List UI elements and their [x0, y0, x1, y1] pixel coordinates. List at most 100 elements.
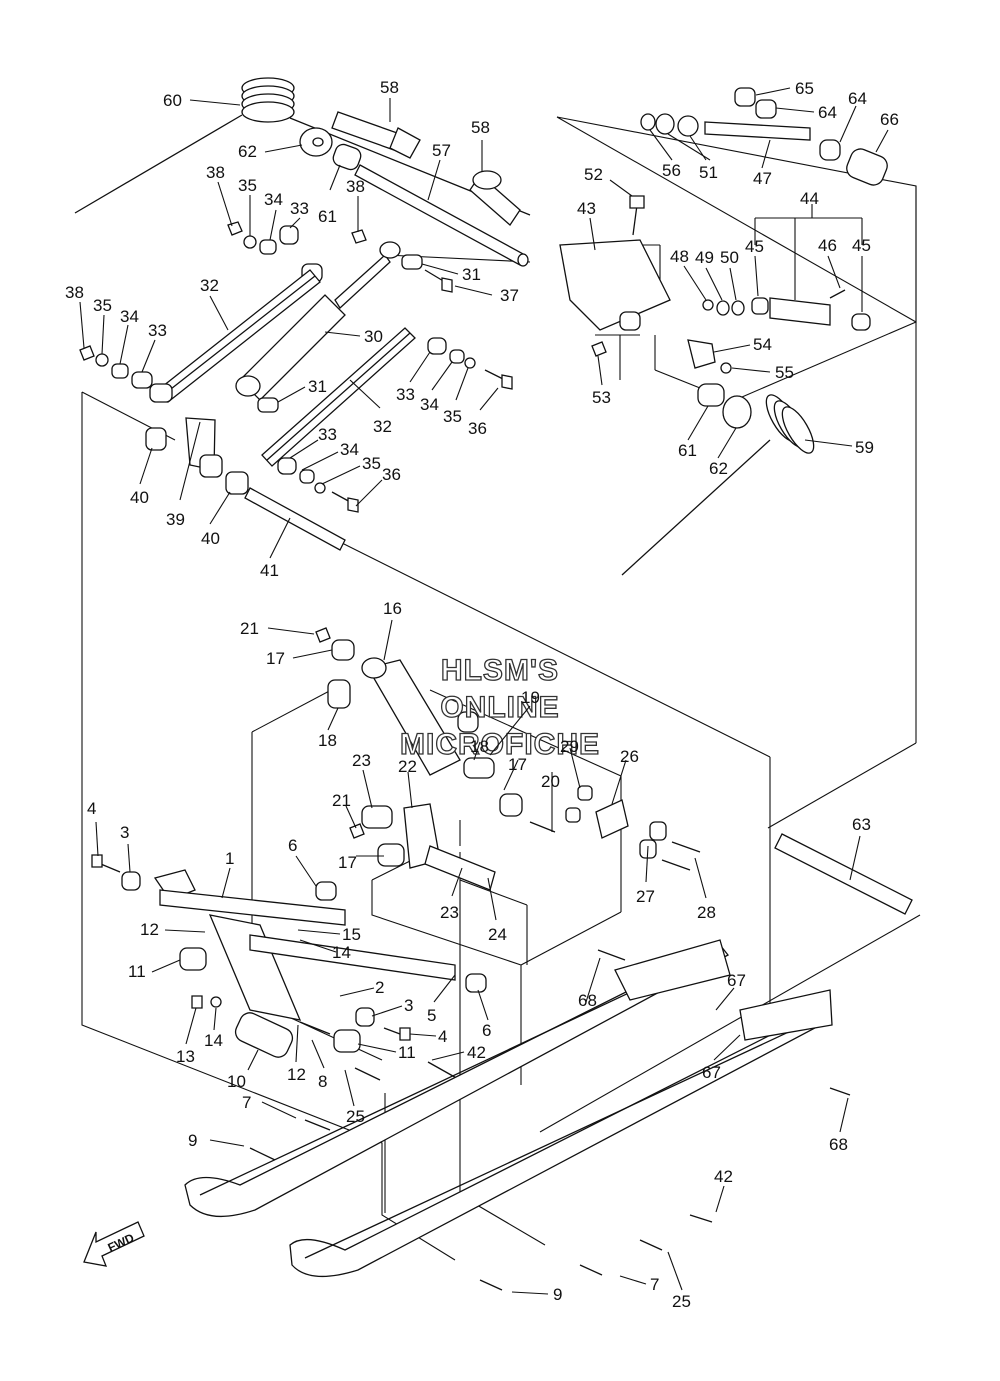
rear-axle: [774, 833, 913, 915]
callout-34: 34: [264, 190, 283, 209]
callout-50: 50: [720, 248, 739, 267]
callout-59: 59: [855, 438, 874, 457]
callout-3: 3: [404, 996, 413, 1015]
callout-64: 64: [818, 103, 837, 122]
callout-42: 42: [467, 1043, 486, 1062]
callout-24: 24: [488, 925, 507, 944]
axle-cap-right: [469, 170, 521, 226]
callout-16: 16: [383, 599, 402, 618]
callout-9: 9: [553, 1285, 562, 1304]
callout-46: 46: [818, 236, 837, 255]
leader-lines: [79, 87, 889, 1295]
callout-67: 67: [727, 971, 746, 990]
callout-35: 35: [93, 296, 112, 315]
torsion-spring-right: [621, 394, 815, 576]
callout-49: 49: [695, 248, 714, 267]
callout-17: 17: [508, 755, 527, 774]
slide-rails: [184, 939, 851, 1291]
callout-57: 57: [432, 141, 451, 160]
callout-68: 68: [578, 991, 597, 1010]
rear-axle-bracket-assembly: [559, 87, 888, 576]
callout-40: 40: [201, 529, 220, 548]
callout-14: 14: [204, 1031, 223, 1050]
callout-32: 32: [200, 276, 219, 295]
callout-31: 31: [308, 377, 327, 396]
callout-52: 52: [584, 165, 603, 184]
callout-26: 26: [620, 747, 639, 766]
callout-33: 33: [148, 321, 167, 340]
callout-14: 14: [332, 943, 351, 962]
callout-47: 47: [753, 169, 772, 188]
callout-58: 58: [471, 118, 490, 137]
callout-36: 36: [382, 465, 401, 484]
callout-45: 45: [852, 236, 871, 255]
callout-3: 3: [120, 823, 129, 842]
fwd-label: FWD: [106, 1231, 137, 1255]
callout-23: 23: [440, 903, 459, 922]
callout-17: 17: [338, 853, 357, 872]
callout-34: 34: [120, 307, 139, 326]
callout-10: 10: [227, 1072, 246, 1091]
callout-37: 37: [500, 286, 519, 305]
callout-66: 66: [880, 110, 899, 129]
callout-7: 7: [242, 1093, 251, 1112]
callout-42: 42: [714, 1167, 733, 1186]
callout-18: 18: [470, 737, 489, 756]
callout-32: 32: [373, 417, 392, 436]
callout-20: 20: [541, 772, 560, 791]
callout-54: 54: [753, 335, 772, 354]
callout-18: 18: [318, 731, 337, 750]
forward-direction-arrow: FWD: [83, 1221, 145, 1267]
callout-41: 41: [260, 561, 279, 580]
callout-51: 51: [699, 163, 718, 182]
callout-4: 4: [87, 799, 96, 818]
link-rod-right: [261, 327, 416, 467]
callout-34: 34: [340, 440, 359, 459]
callout-61: 61: [678, 441, 697, 460]
callout-33: 33: [290, 199, 309, 218]
cross-shaft: [244, 487, 346, 551]
callout-38: 38: [65, 283, 84, 302]
callout-17: 17: [266, 649, 285, 668]
callout-9: 9: [188, 1131, 197, 1150]
callout-5: 5: [427, 1006, 436, 1025]
callout-21: 21: [332, 791, 351, 810]
callout-35: 35: [238, 176, 257, 195]
callout-15: 15: [342, 925, 361, 944]
callout-33: 33: [396, 385, 415, 404]
callout-68: 68: [829, 1135, 848, 1154]
callout-53: 53: [592, 388, 611, 407]
callout-12: 12: [140, 920, 159, 939]
callout-21: 21: [240, 619, 259, 638]
callout-28: 28: [697, 903, 716, 922]
callout-23: 23: [352, 751, 371, 770]
callout-2: 2: [375, 978, 384, 997]
slide-rail-left: [184, 944, 729, 1218]
front-arm-assembly: [91, 854, 487, 1161]
slide-rail-right: [289, 1009, 832, 1278]
watermark: HLSM'S ONLINE MICROFICHE: [399, 653, 599, 761]
callout-31: 31: [462, 265, 481, 284]
callout-1: 1: [225, 849, 234, 868]
callout-33: 33: [318, 425, 337, 444]
callout-64: 64: [848, 89, 867, 108]
callout-40: 40: [130, 488, 149, 507]
callout-38: 38: [206, 163, 225, 182]
callout-19: 19: [521, 688, 540, 707]
callout-8: 8: [318, 1072, 327, 1091]
callout-12: 12: [287, 1065, 306, 1084]
collar: [332, 143, 362, 171]
axle-cap: [331, 111, 421, 159]
callout-22: 22: [398, 757, 417, 776]
callout-62: 62: [709, 459, 728, 478]
callout-63: 63: [852, 815, 871, 834]
callout-62: 62: [238, 142, 257, 161]
callout-43: 43: [577, 199, 596, 218]
callout-34: 34: [420, 395, 439, 414]
callout-7: 7: [650, 1275, 659, 1294]
callout-6: 6: [482, 1021, 491, 1040]
callout-35: 35: [362, 454, 381, 473]
upper-rear-arm-assembly: [74, 77, 531, 551]
callout-27: 27: [636, 887, 655, 906]
callout-44: 44: [800, 189, 819, 208]
